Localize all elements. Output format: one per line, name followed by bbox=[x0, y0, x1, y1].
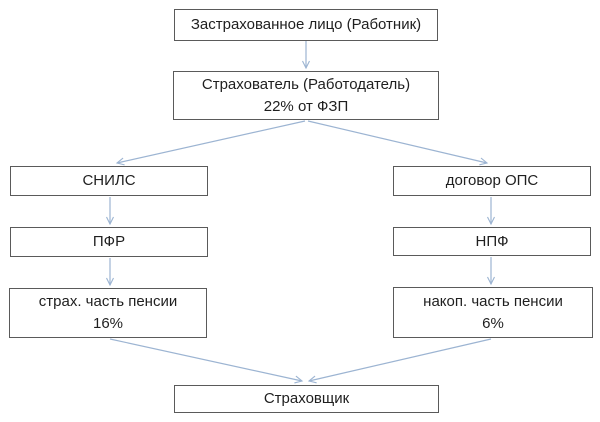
arrow-funded-part-to-insurer bbox=[307, 338, 492, 384]
node-insurer-employer: Страхователь (Работодатель) 22% от ФЗП bbox=[173, 71, 439, 120]
node-insurance-part-label: страх. часть пенсии bbox=[38, 293, 178, 310]
node-insurance-part: страх. часть пенсии 16% bbox=[9, 288, 207, 338]
node-funded-part-rate: 6% bbox=[482, 314, 504, 332]
node-funded-part: накоп. часть пенсии 6% bbox=[393, 287, 593, 338]
arrow-insurer-employer-to-snils bbox=[115, 120, 306, 166]
node-npf: НПФ bbox=[393, 227, 591, 256]
node-ops-contract-label: договор ОПС bbox=[445, 172, 539, 189]
node-snils-label: СНИЛС bbox=[82, 172, 136, 189]
node-insurer-employer-rate: 22% от ФЗП bbox=[263, 97, 349, 115]
node-insurer: Страховщик bbox=[174, 385, 439, 413]
node-pfr-label: ПФР bbox=[92, 233, 126, 250]
node-npf-label: НПФ bbox=[475, 232, 509, 250]
arrow-insurance-part-to-insurer bbox=[109, 338, 304, 384]
arrow-insurer-employer-to-ops bbox=[307, 120, 489, 166]
node-snils: СНИЛС bbox=[10, 166, 208, 196]
node-pfr: ПФР bbox=[10, 227, 208, 257]
node-funded-part-label: накоп. часть пенсии bbox=[423, 292, 563, 310]
node-insured-person: Застрахованное лицо (Работник) bbox=[174, 9, 438, 41]
node-ops-contract: договор ОПС bbox=[393, 166, 591, 196]
node-insured-person-label: Застрахованное лицо (Работник) bbox=[190, 16, 422, 33]
node-insurer-label: Страховщик bbox=[263, 390, 350, 407]
node-insurer-employer-label: Страхователь (Работодатель) bbox=[201, 75, 411, 93]
node-insurance-part-rate: 16% bbox=[92, 315, 124, 332]
